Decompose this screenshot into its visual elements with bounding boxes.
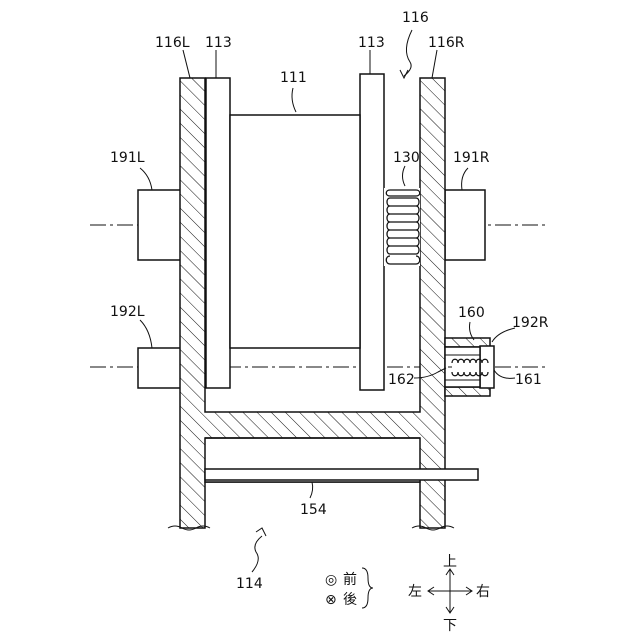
label-114: 114: [236, 576, 263, 592]
front-label: 前: [343, 571, 357, 588]
label-191R: 191R: [453, 150, 490, 166]
front-back-legend: ◎ 前 ⊗ 後: [325, 568, 373, 608]
arrow-114: [256, 528, 266, 536]
leader-191R: [462, 168, 468, 190]
back-symbol: ⊗: [325, 592, 337, 608]
label-130: 130: [393, 150, 420, 166]
leader-116: [404, 30, 412, 76]
compass-right-label: 右: [476, 584, 490, 600]
label-192L: 192L: [110, 304, 145, 320]
label-160: 160: [458, 305, 485, 321]
plate-113-left: [206, 78, 230, 388]
leader-116R: [432, 50, 437, 78]
leader-191L: [140, 168, 152, 190]
shaft-192L: [138, 348, 182, 388]
label-191L: 191L: [110, 150, 145, 166]
legend-brace: [362, 568, 373, 608]
back-label: 後: [343, 592, 357, 608]
spring-130: [384, 188, 420, 266]
compass-down-label: 下: [443, 618, 457, 634]
label-116L: 116L: [155, 35, 190, 51]
label-162: 162: [388, 372, 415, 388]
leader-154: [310, 482, 313, 498]
label-116: 116: [402, 10, 429, 26]
label-113-left: 113: [205, 35, 232, 51]
label-154: 154: [300, 502, 327, 518]
leader-161: [494, 370, 515, 378]
shaft-191L: [138, 190, 182, 260]
leader-116L: [183, 50, 190, 78]
plate-113-right: [360, 74, 384, 390]
shaft-191R: [445, 190, 485, 260]
leader-114: [252, 536, 262, 572]
label-192R: 192R: [512, 315, 549, 331]
compass-up-label: 上: [443, 554, 457, 570]
leader-192L: [140, 320, 152, 348]
cap-160: [445, 338, 494, 396]
leader-111: [292, 88, 296, 112]
rod-154: [205, 469, 478, 480]
leader-130: [403, 166, 406, 186]
compass-left-label: 左: [408, 584, 422, 600]
label-161: 161: [515, 372, 542, 388]
core-111: [230, 115, 360, 348]
label-113-right: 113: [358, 35, 385, 51]
label-116R: 116R: [428, 35, 465, 51]
label-111: 111: [280, 70, 307, 86]
front-symbol: ◎: [325, 572, 337, 588]
direction-compass: 上 下 左 右: [408, 554, 490, 634]
